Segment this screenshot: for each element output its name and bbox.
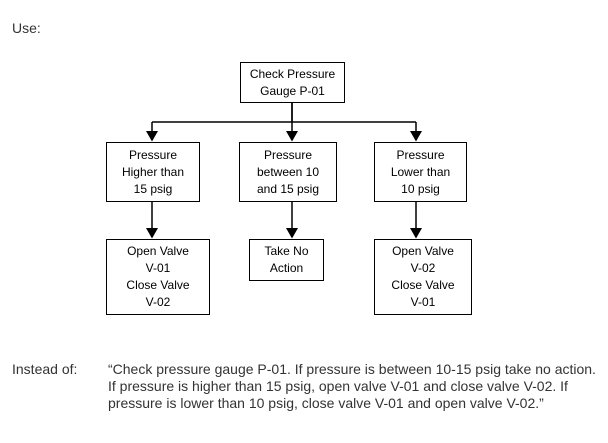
pressure-high-node: Pressure Higher than 15 psig bbox=[106, 142, 200, 202]
check-pressure-text: Check Pressure Gauge P-01 bbox=[249, 66, 336, 98]
check-pressure-node: Check Pressure Gauge P-01 bbox=[240, 62, 345, 103]
action-low-node: Open Valve V-02 Close Valve V-01 bbox=[374, 239, 472, 315]
use-label: Use: bbox=[12, 20, 41, 36]
action-high-node: Open Valve V-01 Close Valve V-02 bbox=[106, 239, 210, 315]
action-low-text: Open Valve V-02 Close Valve V-01 bbox=[391, 244, 455, 309]
pressure-mid-node: Pressure between 10 and 15 psig bbox=[239, 142, 337, 202]
instead-of-label: Instead of: bbox=[12, 361, 78, 377]
instead-of-text: “Check pressure gauge P-01. If pressure … bbox=[108, 361, 596, 411]
pressure-mid-text: Pressure between 10 and 15 psig bbox=[256, 147, 320, 196]
pressure-high-text: Pressure Higher than 15 psig bbox=[121, 147, 185, 196]
action-mid-node: Take No Action bbox=[249, 239, 324, 281]
pressure-low-node: Pressure Lower than 10 psig bbox=[374, 142, 467, 202]
action-mid-text: Take No Action bbox=[264, 244, 309, 275]
pressure-low-text: Pressure Lower than 10 psig bbox=[390, 147, 451, 196]
action-high-text: Open Valve V-01 Close Valve V-02 bbox=[126, 244, 190, 309]
